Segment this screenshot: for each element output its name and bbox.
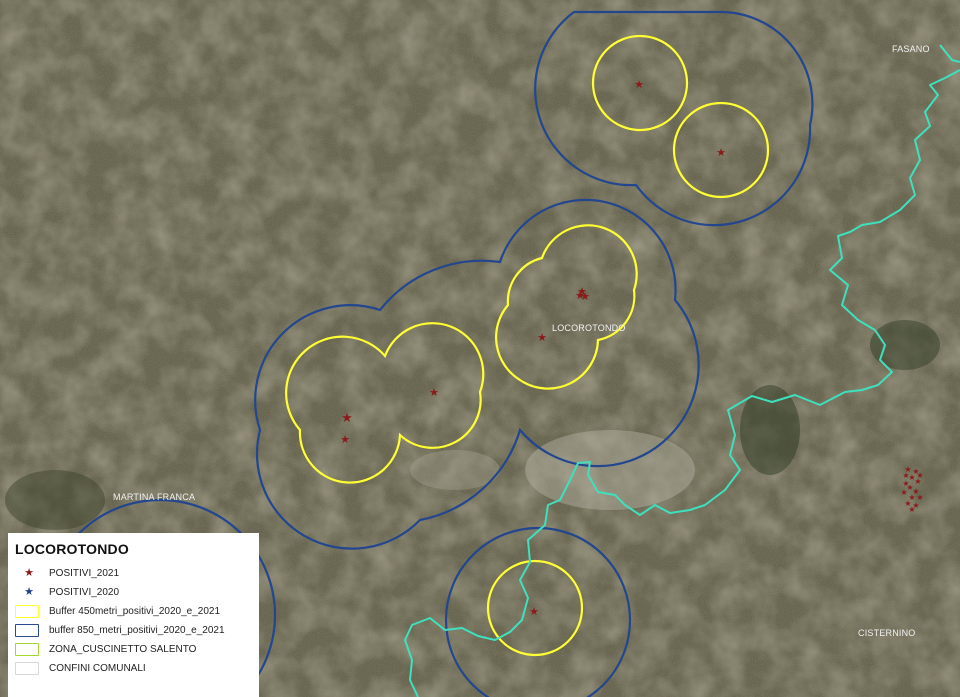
positive-marker[interactable]: ★ — [916, 493, 923, 502]
legend-title: LOCOROTONDO — [15, 541, 129, 557]
legend-label: POSITIVI_2020 — [49, 587, 120, 598]
positive-marker[interactable]: ★ — [908, 505, 915, 514]
buffer-850-north — [534, 10, 814, 227]
woodland-patch-east — [870, 320, 940, 370]
place-label-martina-franca: MARTINA FRANCA — [113, 492, 195, 502]
star-icon: ★ — [24, 567, 34, 579]
positive-marker[interactable]: ★ — [577, 285, 587, 298]
positive-marker[interactable]: ★ — [908, 493, 915, 502]
positive-marker[interactable]: ★ — [341, 411, 353, 426]
positive-marker[interactable]: ★ — [529, 605, 539, 618]
legend-label: buffer 850_metri_positivi_2020_e_2021 — [49, 625, 225, 636]
buffer-450-south — [486, 559, 584, 657]
positivi-2021-layer: ★ ★ ★ ★ ★ ★ ★ ★ ★ ★ — [340, 78, 726, 618]
swatch-icon — [15, 643, 39, 656]
swatch-icon — [15, 605, 39, 618]
legend-row: buffer 850_metri_positivi_2020_e_2021 — [15, 621, 253, 640]
positive-marker[interactable]: ★ — [900, 488, 907, 497]
positive-marker[interactable]: ★ — [429, 386, 439, 399]
legend-label: CONFINI COMUNALI — [49, 663, 146, 674]
boundary-line — [404, 69, 960, 697]
positive-marker[interactable]: ★ — [575, 289, 585, 302]
legend-label: POSITIVI_2021 — [49, 568, 120, 579]
map-legend: LOCOROTONDO ★ POSITIVI_2021 ★ POSITIVI_2020… — [8, 533, 259, 697]
positive-cluster-east[interactable]: ★★★★★★★★★★★★★★★ — [900, 465, 923, 514]
place-label-fasano: FASANO — [892, 44, 930, 54]
buffer-450-layer — [285, 34, 770, 657]
positive-marker[interactable]: ★ — [716, 146, 726, 159]
legend-label: Buffer 450metri_positivi_2020_e_2021 — [49, 606, 221, 617]
positive-marker[interactable]: ★ — [916, 471, 923, 480]
woodland-patch-west — [5, 470, 105, 530]
buffer-850-south — [444, 526, 632, 697]
legend-row: ★ POSITIVI_2020 — [15, 583, 253, 602]
positive-marker[interactable]: ★ — [340, 433, 350, 446]
positive-marker[interactable]: ★ — [906, 483, 913, 492]
positive-marker[interactable]: ★ — [904, 499, 911, 508]
positive-marker[interactable]: ★ — [902, 471, 909, 480]
legend-row: ZONA_CUSCINETTO SALENTO — [15, 640, 253, 659]
place-label-locorotondo: LOCOROTONDO — [552, 323, 626, 333]
swatch-icon — [15, 624, 39, 637]
buffer-450-north-2 — [672, 101, 770, 199]
boundary-line-ne — [939, 44, 960, 63]
zona-cuscinetto-boundary — [404, 44, 960, 697]
positive-marker[interactable]: ★ — [912, 501, 919, 510]
legend-row: CONFINI COMUNALI — [15, 659, 253, 678]
positive-marker[interactable]: ★ — [914, 477, 921, 486]
positive-marker[interactable]: ★ — [580, 290, 590, 303]
positive-marker[interactable]: ★ — [904, 465, 911, 474]
woodland-patch — [740, 385, 800, 475]
legend-label: ZONA_CUSCINETTO SALENTO — [49, 644, 197, 655]
star-icon: ★ — [24, 586, 34, 598]
buffer-450-locorotondo — [495, 224, 638, 390]
legend-row: Buffer 450metri_positivi_2020_e_2021 — [15, 602, 253, 621]
buffer-450-west — [285, 322, 485, 484]
legend-row: ★ POSITIVI_2021 — [15, 564, 253, 583]
positive-marker[interactable]: ★ — [912, 467, 919, 476]
positive-marker[interactable]: ★ — [908, 473, 915, 482]
buffer-850-central — [254, 198, 700, 550]
urban-area-west — [410, 450, 500, 490]
place-label-cisternino: CISTERNINO — [858, 628, 916, 638]
positive-marker[interactable]: ★ — [902, 479, 909, 488]
swatch-icon — [15, 662, 39, 675]
positive-marker[interactable]: ★ — [634, 78, 644, 91]
positive-marker[interactable]: ★ — [537, 331, 547, 344]
positive-marker[interactable]: ★ — [912, 487, 919, 496]
buffer-450-north-1 — [591, 34, 689, 132]
urban-area-locorotondo — [525, 430, 695, 510]
